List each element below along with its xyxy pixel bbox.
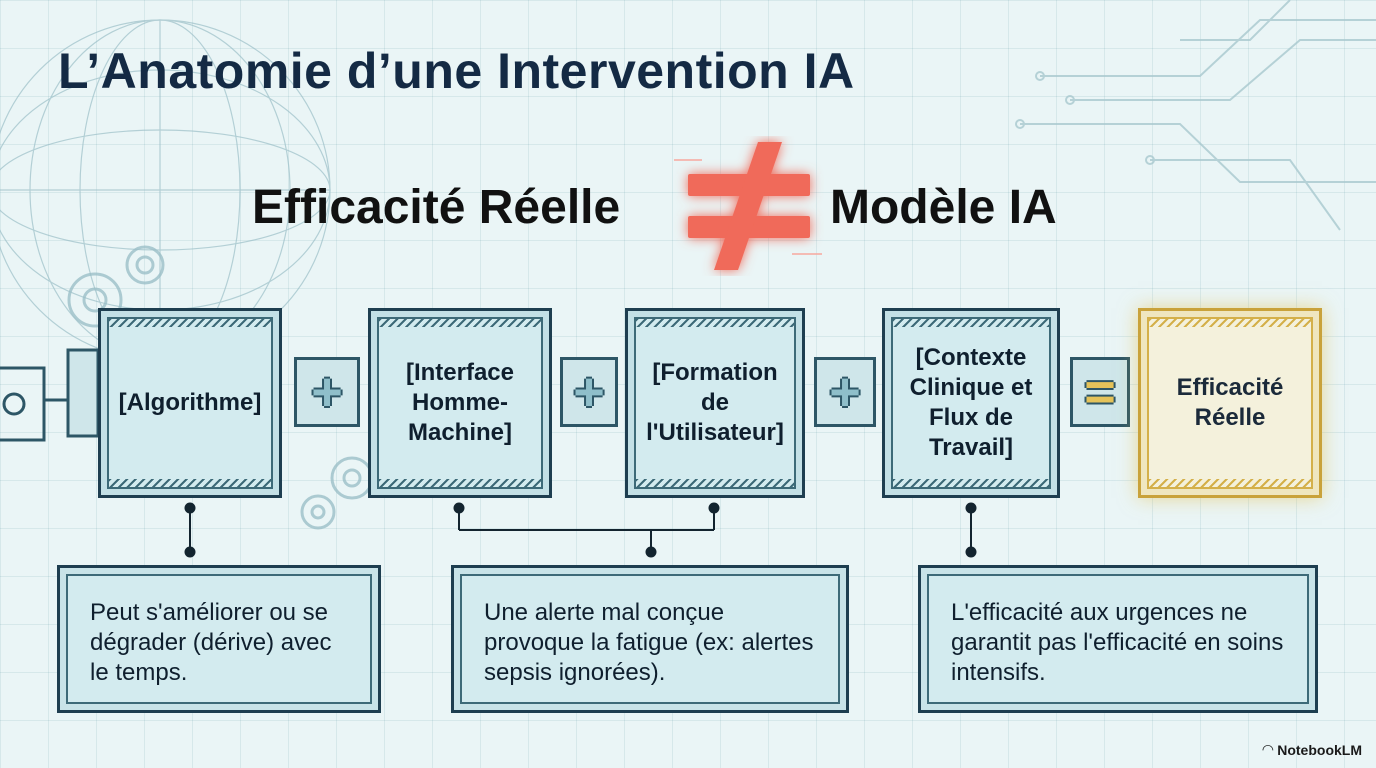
- plus-icon: +: [311, 362, 343, 422]
- not-equal-icon: [674, 142, 822, 270]
- result-label: Efficacité Réelle: [1176, 374, 1284, 431]
- callout-connectors: [184, 502, 977, 558]
- equation-right: Modèle IA: [830, 181, 1057, 234]
- result-real-efficacy: Efficacité Réelle: [1138, 308, 1322, 498]
- component-training: [Formation de l'Utilisateur]: [625, 308, 805, 498]
- brand-badge: ◠ NotebookLM: [1262, 741, 1362, 758]
- equals-operator: =: [1070, 357, 1130, 427]
- component-label: [Formation de l'Utilisateur]: [646, 359, 784, 446]
- plus-icon: +: [829, 362, 861, 422]
- note-algorithm: Peut s'améliorer ou se dégrader (dérive)…: [57, 565, 381, 713]
- component-algorithm: [Algorithme]: [98, 308, 282, 498]
- component-interface: [Interface Homme-Machine]: [368, 308, 552, 498]
- component-label: [Interface Homme-Machine]: [405, 359, 515, 446]
- notebooklm-logo-icon: ◠: [1262, 741, 1274, 757]
- page-title: L’Anatomie d’une Intervention IA: [58, 43, 855, 99]
- plus-icon: +: [573, 362, 605, 422]
- component-label: [Contexte Clinique et Flux de Travail]: [909, 344, 1033, 461]
- circuit-traces: [1015, 0, 1376, 231]
- equals-icon: =: [1084, 362, 1116, 422]
- plus-operator: +: [560, 357, 618, 427]
- input-connector: [0, 348, 100, 442]
- component-clinical-context: [Contexte Clinique et Flux de Travail]: [882, 308, 1060, 498]
- brand-name: NotebookLM: [1277, 741, 1362, 758]
- plus-operator: +: [294, 357, 360, 427]
- note-clinical-context: L'efficacité aux urgences ne garantit pa…: [918, 565, 1318, 713]
- component-label: [Algorithme]: [118, 389, 262, 416]
- equation-left: Efficacité Réelle: [252, 181, 621, 234]
- note-text: Peut s'améliorer ou se dégrader (dérive)…: [90, 599, 332, 686]
- note-interface-training: Une alerte mal conçue provoque la fatigu…: [451, 565, 849, 713]
- note-text: L'efficacité aux urgences ne garantit pa…: [951, 599, 1284, 686]
- note-text: Une alerte mal conçue provoque la fatigu…: [484, 599, 814, 686]
- plus-operator: +: [814, 357, 876, 427]
